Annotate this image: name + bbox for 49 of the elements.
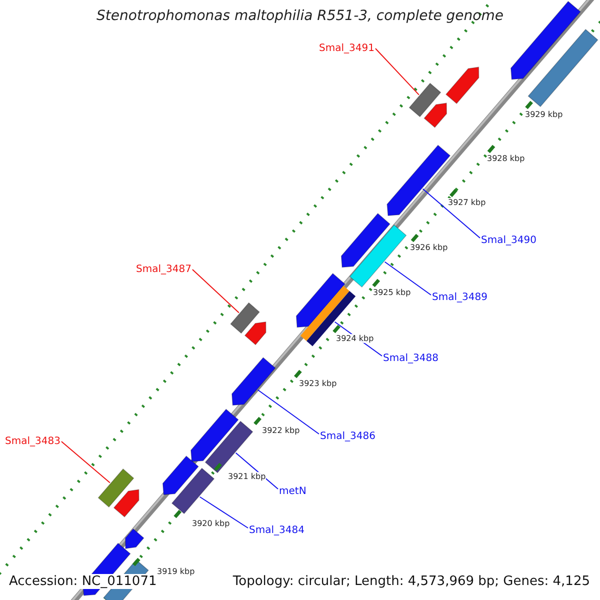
- gene-feature: [190, 408, 239, 462]
- scale-label: 3921 kbp: [228, 472, 266, 481]
- gene-label: Smal_3490: [481, 235, 536, 246]
- leader-line: [257, 389, 320, 434]
- leader-line: [235, 452, 278, 490]
- gene-feature: [340, 212, 390, 268]
- scale-label: 3924 kbp: [336, 334, 374, 343]
- gene-block: [204, 420, 254, 474]
- leader-line: [60, 441, 110, 484]
- scale-label: 3925 kbp: [373, 288, 411, 297]
- gene-feature: [162, 456, 199, 496]
- gene-label: Smal_3486: [320, 431, 376, 442]
- gene-label: Smal_3489: [432, 292, 488, 303]
- accession-text: Accession: NC_011071: [9, 574, 157, 589]
- gene-block: [528, 28, 598, 108]
- gene-feature: [113, 489, 140, 518]
- scale-label: 3926 kbp: [410, 243, 448, 252]
- gene-block: [408, 82, 442, 118]
- gene-feature: [510, 0, 581, 80]
- scale-label: 3927 kbp: [448, 198, 486, 207]
- leader-line: [384, 261, 432, 296]
- gene-block: [349, 224, 407, 288]
- gene-block: [171, 468, 215, 514]
- gene-label: Smal_3487: [136, 264, 192, 275]
- leader-line: [374, 48, 420, 96]
- leader-line: [199, 496, 248, 528]
- genome-info-text: Topology: circular; Length: 4,573,969 bp; Genes: 4,125: [232, 574, 590, 589]
- leader-line: [422, 188, 480, 238]
- gene-block: [98, 468, 134, 508]
- gene-label: metN: [279, 486, 306, 497]
- gene-feature: [244, 321, 266, 346]
- gene-label: Smal_3488: [383, 353, 438, 364]
- gene-feature: [231, 357, 276, 406]
- gene-block: [230, 302, 260, 334]
- scale-label: 3922 kbp: [262, 426, 300, 435]
- gene-feature: [424, 102, 447, 128]
- scale-label: 3920 kbp: [192, 519, 230, 528]
- scale-label: 3919 kbp: [157, 567, 195, 576]
- gene-label: Smal_3491: [319, 43, 374, 54]
- scale-label: 3928 kbp: [487, 154, 525, 163]
- leader-line: [192, 269, 240, 314]
- gene-feature: [445, 66, 480, 104]
- gene-label: Smal_3483: [5, 436, 60, 447]
- gene-block: [300, 286, 356, 346]
- scale-label: 3923 kbp: [299, 379, 337, 388]
- gene-feature: [125, 528, 144, 550]
- gene-label: Smal_3484: [249, 525, 304, 536]
- gene-feature: [296, 272, 346, 328]
- title: Stenotrophomonas maltophilia R551-3, complete genome: [96, 8, 504, 24]
